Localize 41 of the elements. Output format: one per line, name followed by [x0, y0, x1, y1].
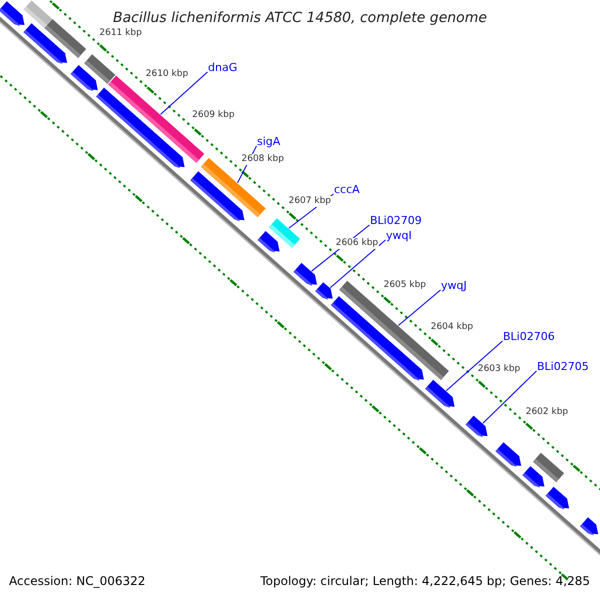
gene-segment	[258, 231, 280, 252]
scale-label: 2611 kbp	[98, 28, 143, 40]
gene-bar	[84, 54, 116, 84]
gene-label: BLi02709	[370, 215, 422, 226]
gene-label: cccA	[334, 184, 360, 195]
gene-segment	[580, 517, 598, 536]
gene-bar	[44, 19, 86, 58]
scale-label: 2603 kbp	[476, 364, 522, 376]
scale-label: 2605 kbp	[382, 280, 428, 292]
scale-label: 2602 kbp	[524, 406, 570, 418]
scale-label: 2606 kbp	[334, 238, 380, 249]
gene-label: BLi02705	[537, 361, 589, 372]
title: Bacillus licheniformis ATCC 14580, complete genome	[112, 11, 488, 25]
leader-line	[482, 370, 537, 424]
gene-segment	[496, 442, 522, 467]
leader-line	[398, 290, 441, 326]
leader-line	[160, 72, 208, 115]
leader-line	[330, 240, 386, 288]
gene-segment	[522, 466, 544, 488]
gene-label: sigA	[257, 136, 280, 147]
gene-bar	[268, 218, 300, 248]
scale-label: 2608 kbp	[240, 154, 285, 166]
gene-label: ywqI	[386, 230, 412, 241]
gene-label: dnaG	[208, 62, 238, 73]
gene-segment	[330, 296, 424, 381]
footer-text: Topology: circular; Length: 4,222,645 bp; Genes: 4,285	[260, 575, 590, 587]
gene-segment	[315, 282, 333, 300]
footer-text: Accession: NC_006322	[9, 575, 146, 587]
leader-line	[446, 340, 503, 392]
scale-label: 2604 kbp	[430, 322, 474, 334]
scale-label: 2607 kbp	[288, 196, 332, 208]
gene-label: ywqJ	[441, 280, 467, 291]
gene-segment	[0, 1, 24, 26]
gene-label: BLi02706	[503, 331, 555, 342]
gene-segment	[466, 416, 488, 438]
scale-label: 2609 kbp	[191, 110, 236, 122]
gene-segment	[294, 262, 317, 286]
gene-segment	[190, 171, 244, 222]
gene-segment	[546, 486, 570, 510]
gene-segment	[425, 380, 455, 408]
scale-label: 2610 kbp	[144, 69, 190, 80]
